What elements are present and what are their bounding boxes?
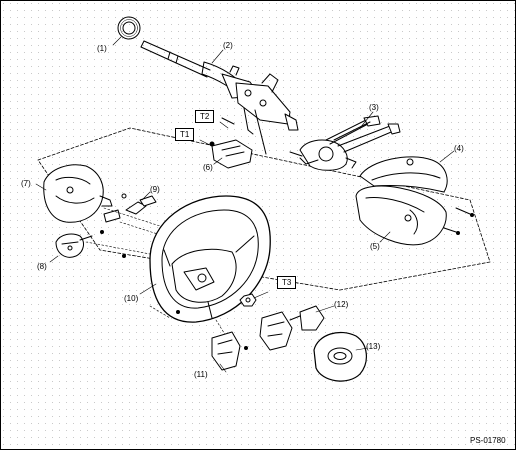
label-part-9: (9): [150, 185, 160, 194]
torque-label-t2: T2: [195, 110, 215, 123]
part-11-lower-cover: [211, 331, 248, 371]
label-part-7: (7): [21, 179, 31, 188]
part-9-paddle-switch: [100, 193, 157, 258]
label-part-2: (2): [223, 41, 233, 50]
part-7-trim-cover: [43, 164, 113, 223]
label-part-12: (12): [334, 300, 349, 309]
label-part-6: (6): [203, 163, 213, 172]
label-part-3: (3): [369, 103, 379, 112]
steering-wheel-nut: [239, 293, 257, 307]
part-3-combination-switch: [289, 115, 401, 171]
part-8-switch-unit: [55, 233, 93, 258]
part-4-upper-column-cover: [359, 156, 448, 193]
label-part-8: (8): [37, 262, 47, 271]
figure-code: PS-01780: [470, 436, 506, 445]
label-part-1: (1): [97, 44, 107, 53]
part-13-airbag-module: [313, 331, 367, 382]
part-6-bracket: [209, 139, 253, 169]
label-part-4: (4): [454, 144, 464, 153]
part-5-lower-column-cover: [355, 185, 474, 246]
label-part-13: (13): [366, 342, 381, 351]
assembly-boundary: [37, 127, 491, 291]
part-2-steering-column: [140, 40, 299, 155]
label-part-10: (10): [124, 294, 139, 303]
part-1-bearing-ring: [117, 16, 141, 40]
part-10-steering-wheel: [149, 195, 271, 323]
torque-label-t3: T3: [277, 276, 297, 289]
label-part-5: (5): [370, 242, 380, 251]
torque-label-t1: T1: [175, 128, 195, 141]
part-12-switch-assembly: [259, 305, 325, 351]
label-part-11: (11): [194, 370, 208, 379]
